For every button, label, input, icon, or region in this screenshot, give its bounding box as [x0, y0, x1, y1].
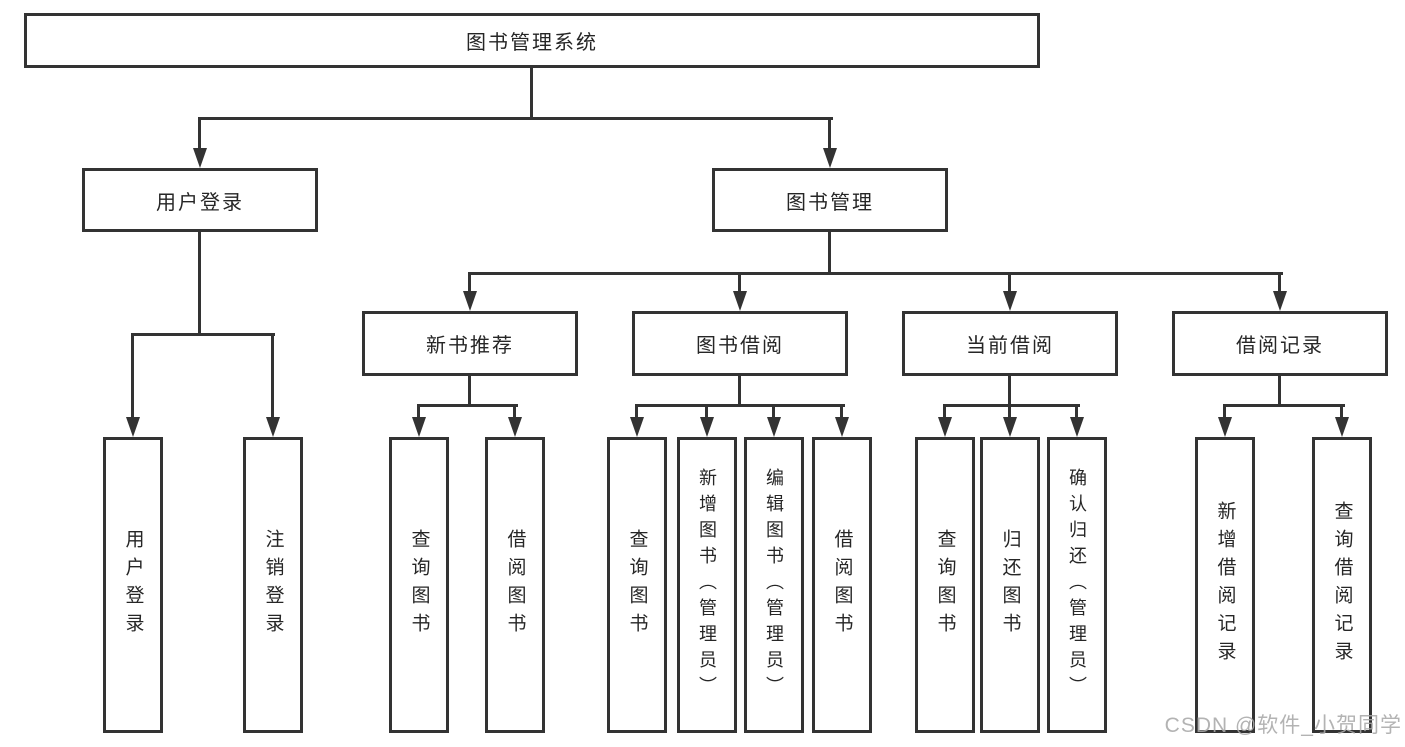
connector-drop — [1075, 404, 1078, 419]
leaf-return-books: 归还图书 — [980, 437, 1040, 733]
node-root: 图书管理系统 — [24, 13, 1040, 68]
connector-drop-leaf-login — [131, 333, 134, 419]
connector-drop-book-borrow — [738, 272, 741, 293]
connector-drop — [1008, 404, 1011, 419]
leaf-query-books-current: 查询图书 — [915, 437, 975, 733]
connector-drop-current-borrow — [1008, 272, 1011, 293]
leaf-label: 确认归还（管理员） — [1067, 468, 1087, 702]
node-new-book-label: 新书推荐 — [426, 335, 514, 357]
connector-drop — [1340, 404, 1343, 419]
connector-drop — [705, 404, 708, 419]
connector-drop-book-mgmt — [828, 117, 831, 150]
leaf-label: 归还图书 — [999, 529, 1021, 641]
leaf-logout-label: 注销登录 — [262, 529, 284, 641]
leaf-label: 查询图书 — [408, 529, 430, 641]
leaf-query-borrow-record: 查询借阅记录 — [1312, 437, 1372, 733]
connector-book-mgmt-stem — [828, 232, 831, 274]
node-book-management-label: 图书管理 — [786, 191, 874, 214]
connector-groupC-stem — [1008, 376, 1011, 406]
connector-groupB-stem — [738, 376, 741, 406]
connector-groupC-bar — [943, 404, 1080, 407]
node-new-book-recommendation: 新书推荐 — [362, 311, 578, 376]
leaf-label: 借阅图书 — [504, 529, 526, 641]
leaf-edit-books-admin: 编辑图书（管理员） — [744, 437, 804, 733]
node-book-management: 图书管理 — [712, 168, 948, 232]
connector-groupD-stem — [1278, 376, 1281, 406]
arrowhead-down-icon — [266, 417, 280, 437]
connector-drop — [417, 404, 420, 419]
leaf-label: 借阅图书 — [831, 529, 853, 641]
arrowhead-down-icon — [1070, 417, 1084, 437]
leaf-borrow-books-borrowing: 借阅图书 — [812, 437, 872, 733]
node-root-label: 图书管理系统 — [466, 32, 598, 54]
arrowhead-down-icon — [412, 417, 426, 437]
leaf-label: 查询图书 — [934, 529, 956, 641]
leaf-label: 新增图书（管理员） — [697, 468, 717, 702]
arrowhead-down-icon — [733, 291, 747, 311]
leaf-query-books-borrowing: 查询图书 — [607, 437, 667, 733]
connector-groupD-bar — [1223, 404, 1345, 407]
arrowhead-down-icon — [1273, 291, 1287, 311]
leaf-label: 查询借阅记录 — [1331, 501, 1353, 669]
connector-groupA-bar — [417, 404, 518, 407]
connector-groupB-bar — [635, 404, 845, 407]
node-user-login: 用户登录 — [82, 168, 318, 232]
connector-root-stem — [530, 67, 533, 119]
arrowhead-down-icon — [508, 417, 522, 437]
arrowhead-down-icon — [463, 291, 477, 311]
csdn-watermark: CSDN @软件_小贺同学 — [1164, 714, 1402, 737]
node-current-borrowing-label: 当前借阅 — [966, 335, 1054, 357]
connector-drop-user-login — [198, 117, 201, 150]
connector-drop-new-book — [468, 272, 471, 293]
connector-level3-bar — [468, 272, 1283, 275]
arrowhead-down-icon — [193, 148, 207, 168]
node-book-borrowing-label: 图书借阅 — [696, 335, 784, 357]
arrowhead-down-icon — [1003, 417, 1017, 437]
leaf-query-books-recommend: 查询图书 — [389, 437, 449, 733]
connector-drop — [840, 404, 843, 419]
arrowhead-down-icon — [126, 417, 140, 437]
connector-drop-leaf-logout — [271, 333, 274, 419]
connector-drop — [635, 404, 638, 419]
arrowhead-down-icon — [823, 148, 837, 168]
connector-drop — [513, 404, 516, 419]
arrowhead-down-icon — [630, 417, 644, 437]
connector-groupA-stem — [468, 376, 471, 406]
connector-drop — [1223, 404, 1226, 419]
connector-drop-borrow-records — [1278, 272, 1281, 293]
arrowhead-down-icon — [938, 417, 952, 437]
leaf-user-login: 用户登录 — [103, 437, 163, 733]
node-borrowing-records: 借阅记录 — [1172, 311, 1388, 376]
leaf-label: 查询图书 — [626, 529, 648, 641]
connector-drop — [943, 404, 946, 419]
connector-user-login-bar — [131, 333, 275, 336]
leaf-borrow-books-recommend: 借阅图书 — [485, 437, 545, 733]
leaf-confirm-return-admin: 确认归还（管理员） — [1047, 437, 1107, 733]
node-book-borrowing: 图书借阅 — [632, 311, 848, 376]
connector-level2-bar — [198, 117, 833, 120]
leaf-add-books-admin: 新增图书（管理员） — [677, 437, 737, 733]
connector-user-login-stem — [198, 232, 201, 335]
leaf-user-login-label: 用户登录 — [122, 529, 144, 641]
arrowhead-down-icon — [1335, 417, 1349, 437]
leaf-label: 新增借阅记录 — [1214, 501, 1236, 669]
arrowhead-down-icon — [835, 417, 849, 437]
arrowhead-down-icon — [700, 417, 714, 437]
leaf-logout: 注销登录 — [243, 437, 303, 733]
node-current-borrowing: 当前借阅 — [902, 311, 1118, 376]
arrowhead-down-icon — [1218, 417, 1232, 437]
leaf-label: 编辑图书（管理员） — [764, 468, 784, 702]
node-borrowing-records-label: 借阅记录 — [1236, 335, 1324, 357]
node-user-login-label: 用户登录 — [156, 191, 244, 214]
connector-drop — [772, 404, 775, 419]
arrowhead-down-icon — [1003, 291, 1017, 311]
arrowhead-down-icon — [767, 417, 781, 437]
leaf-add-borrow-record: 新增借阅记录 — [1195, 437, 1255, 733]
